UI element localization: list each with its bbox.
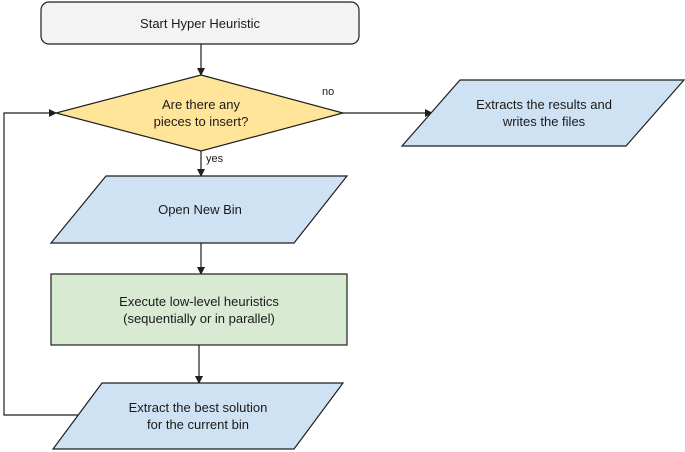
edge-label-no: no [322,86,335,98]
decision-line1: Are there any [161,97,241,112]
execute-label: Execute low-level heuristics (sequential… [51,274,347,345]
extract-label: Extract the best solution for the curren… [78,383,318,449]
results-line1: Extracts the results and [476,97,612,112]
start-terminal [40,1,360,45]
extract-line1: Extract the best solution [128,400,268,415]
start-text: Start Hyper Heuristic [140,15,260,31]
results-label: Extracts the results and writes the file… [432,92,656,134]
open-bin-text: Open New Bin [158,202,242,217]
open-bin-parallelogram [49,175,349,244]
open-bin-label: Open New Bin [80,176,320,243]
results-parallelogram [400,79,685,147]
results-line2: writes the files [502,114,586,129]
extract-line2: for the current bin [147,417,249,432]
extract-parallelogram [51,382,345,450]
execute-line1: Execute low-level heuristics [119,293,279,309]
execute-process [50,273,348,346]
execute-line2: (sequentially or in parallel) [123,310,275,326]
decision-line2: pieces to insert? [153,114,249,129]
decision-diamond [53,74,346,152]
start-label: Start Hyper Heuristic [41,2,359,44]
edge-label-yes: yes [206,153,224,165]
decision-label: Are there any pieces to insert? [100,92,302,134]
edge-extract-loop-back [3,109,82,416]
